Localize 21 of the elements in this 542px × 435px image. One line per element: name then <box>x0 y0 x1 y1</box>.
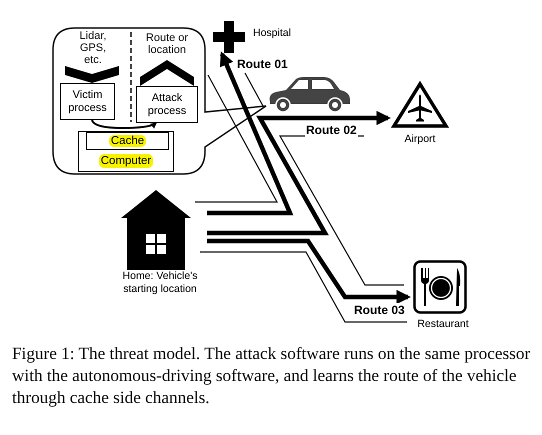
label: Route or location <box>137 32 197 60</box>
curved-arrow <box>91 120 158 129</box>
computer-box <box>78 131 174 172</box>
label: Airport <box>404 133 436 145</box>
route-arrow <box>207 110 391 236</box>
edge-label: Route 02 <box>305 123 358 137</box>
caption: Figure 1: The threat model. The attack software runs on the same processor with the autonomous-driving software, and learns the route of the vehicle through cache side channels. <box>12 343 532 409</box>
edge-label: Route 03 <box>353 303 406 317</box>
label: Computer <box>98 154 154 168</box>
label: Hospital <box>253 27 291 39</box>
chevron-arrow <box>140 60 194 86</box>
process-box: Attack process <box>136 86 198 123</box>
cache-box: Cache <box>86 132 169 150</box>
label: Home: Vehicle's starting location <box>122 270 198 295</box>
process-box: Victim process <box>60 83 115 120</box>
label: Restaurant <box>416 318 470 330</box>
route-arrow <box>207 238 411 304</box>
edge-label: Route 01 <box>236 57 289 71</box>
label: Lidar, GPS, etc. <box>70 30 116 66</box>
route-arrow <box>207 51 294 216</box>
chevron-arrow <box>65 66 119 83</box>
